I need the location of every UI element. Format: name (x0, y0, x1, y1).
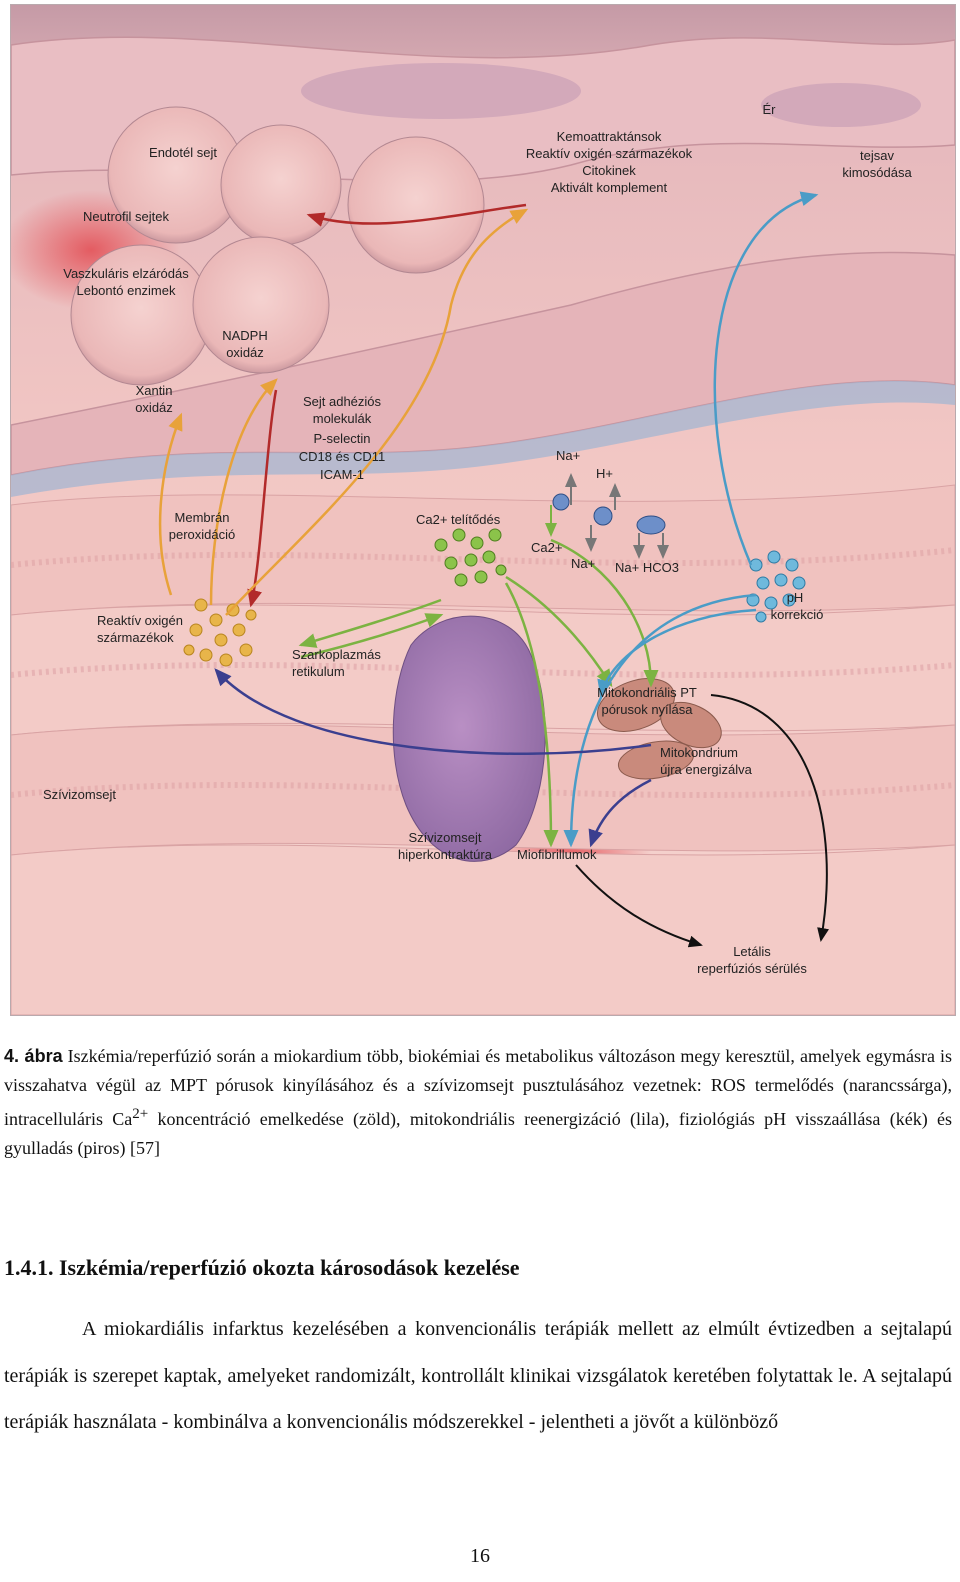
page-number: 16 (470, 1545, 490, 1567)
cardiomyocyte-nucleus (392, 615, 546, 862)
label-ros-1: Reaktív oxigén (97, 613, 183, 628)
endothelial-nucleus (301, 63, 581, 119)
ion-channels (545, 473, 669, 559)
vessel-wall (11, 251, 955, 476)
label-cardiomyocyte: Szívizomsejt (43, 787, 116, 802)
label-adhesion-2: molekulák (313, 411, 372, 426)
label-neutrofil: Neutrofil sejtek (83, 209, 169, 224)
label-vaszk-1: Vaszkuláris elzáródás (63, 266, 189, 281)
label-tejsav-1: tejsav (860, 148, 894, 163)
calcium-arrow-mito (505, 575, 613, 688)
label-chemo-4: Aktivált komplement (551, 180, 668, 195)
label-adhesion-3: P-selectin (313, 431, 370, 446)
caption-text-2: koncentráció emelkedése (zöld), mitokond… (4, 1109, 952, 1158)
ros-arrow-xantin (158, 412, 183, 596)
chemoattractant-arrow (306, 203, 527, 227)
label-hypercontracture-2: hiperkontraktúra (398, 847, 493, 862)
caption-text-1: Iszkémia/reperfúzió során a miokardium t… (4, 1046, 952, 1129)
label-nadph-2: oxidáz (226, 345, 264, 360)
label-lethal-1: Letális (733, 944, 771, 959)
label-na-mid: Na+ (571, 556, 595, 571)
label-mito-2: újra energizálva (660, 762, 753, 777)
label-adhesion-5: ICAM-1 (320, 467, 364, 482)
label-myofibrils: Miofibrillumok (517, 847, 597, 862)
ph-arrow-mito (597, 608, 757, 698)
neutrophil-cell (347, 136, 485, 274)
label-xantin-2: oxidáz (135, 400, 173, 415)
label-ca-saturation: Ca2+ telítődés (416, 512, 501, 527)
mito-arrow-ros (214, 668, 652, 756)
label-na-top: Na+ (556, 448, 580, 463)
calcium-arrow-sr-back (300, 613, 444, 659)
label-hypercontracture-1: Szívizomsejt (409, 830, 482, 845)
label-mito-1: Mitokondrium (660, 745, 738, 760)
label-h-top: H+ (596, 466, 613, 481)
endothelial-nucleus (761, 83, 921, 127)
figure-caption: 4. ábra Iszkémia/reperfúzió során a miok… (4, 1042, 952, 1163)
ph-arrow-washout (713, 191, 819, 566)
label-membrane-2: peroxidáció (169, 527, 236, 542)
neutrophil-cell (220, 124, 342, 246)
calcium-arrow-sr (298, 598, 442, 648)
calcium-particles (434, 528, 507, 587)
label-ca2: Ca2+ (531, 540, 562, 555)
label-er: Ér (763, 102, 777, 117)
label-ph-1: pH (787, 590, 804, 605)
basement-membrane (11, 380, 955, 497)
ph-arrow-myofibril (563, 593, 757, 848)
paragraph: A miokardiális infarktus kezelésében a k… (4, 1318, 952, 1433)
ros-particles (183, 598, 257, 667)
ischemia-reperfusion-diagram: Endotél sejt Kemoattraktánsok Reaktív ox… (11, 5, 955, 1015)
label-nadph-1: NADPH (222, 328, 268, 343)
label-adhesion-1: Sejt adhéziós (303, 394, 382, 409)
label-chemo-3: Citokinek (582, 163, 636, 178)
label-na-hco3: Na+ HCO3 (615, 560, 679, 575)
label-tejsav-2: kimosódása (842, 165, 912, 180)
label-mpt-2: pórusok nyílása (601, 702, 693, 717)
label-xantin-1: Xantin (136, 383, 173, 398)
label-vaszk-2: Lebontó enzimek (76, 283, 176, 298)
ros-arrow-chemo (225, 208, 529, 616)
caption-label: 4. ábra (4, 1046, 63, 1066)
label-sr-2: retikulum (292, 664, 345, 679)
label-sr-1: Szarkoplazmás (292, 647, 381, 662)
mitochondria (597, 678, 722, 780)
label-adhesion-4: CD18 és CD11 (299, 449, 385, 464)
label-lethal-2: reperfúziós sérülés (697, 961, 807, 976)
label-mpt-1: Mitokondriális PT (597, 685, 697, 700)
label-chemo-1: Kemoattraktánsok (557, 129, 662, 144)
caption-superscript: 2+ (132, 1106, 149, 1122)
section-heading: 1.4.1. Iszkémia/reperfúzió okozta károso… (4, 1255, 520, 1280)
label-chemo-2: Reaktív oxigén származékok (526, 146, 693, 161)
lethal-arrow-mpt (710, 694, 829, 942)
lethal-arrow-myofibril (575, 864, 703, 948)
label-ph-2: korrekció (771, 607, 824, 622)
neutrophil-cell (192, 236, 330, 374)
calcium-arrow-myofibril (504, 582, 559, 848)
label-membrane-1: Membrán (175, 510, 230, 525)
label-endothel: Endotél sejt (149, 145, 217, 160)
mito-arrow-myofibril (588, 778, 652, 848)
label-ros-2: származékok (97, 630, 174, 645)
body-text: A miokardiális infarktus kezelésében a k… (4, 1306, 952, 1446)
calcium-influx-arrow (550, 538, 659, 688)
ros-arrow-nadph (209, 378, 278, 606)
figure-illustration: Endotél sejt Kemoattraktánsok Reaktív ox… (10, 4, 956, 1016)
